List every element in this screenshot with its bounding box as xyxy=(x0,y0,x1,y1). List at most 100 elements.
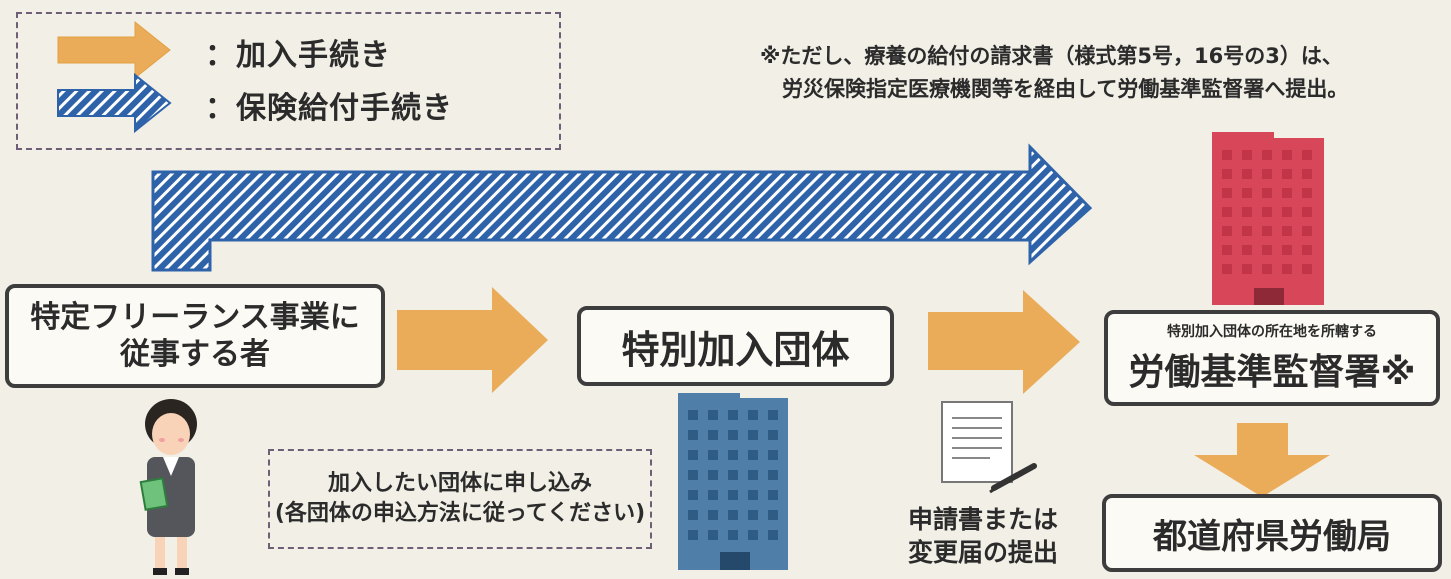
legend xyxy=(16,12,561,150)
window xyxy=(748,490,758,500)
enrollment-arrow-2 xyxy=(928,290,1080,394)
labor-office-building-icon xyxy=(1212,132,1324,305)
window xyxy=(748,470,758,480)
prefectural-bureau-node: 都道府県労働局 xyxy=(1102,494,1442,572)
freelancer-label-line2: 従事する者 xyxy=(120,337,270,372)
window xyxy=(1262,188,1272,198)
submission-caption: 申請書または 変更届の提出 xyxy=(888,504,1078,569)
window xyxy=(1282,150,1292,160)
window xyxy=(1282,245,1292,255)
enrollment-arrow-1 xyxy=(397,287,548,393)
window xyxy=(1302,245,1312,255)
window xyxy=(1302,150,1312,160)
window xyxy=(1262,226,1272,236)
freelancer-label-line1: 特定フリーランス事業に xyxy=(30,299,360,335)
window xyxy=(1242,207,1252,217)
window xyxy=(708,490,718,500)
window xyxy=(728,410,738,420)
special-group-label: 特別加入団体 xyxy=(621,327,850,372)
window xyxy=(708,470,718,480)
window xyxy=(1242,188,1252,198)
window xyxy=(1242,245,1252,255)
freelancer-node: 特定フリーランス事業に 従事する者 xyxy=(5,284,385,388)
window xyxy=(1222,150,1232,160)
window xyxy=(1242,169,1252,179)
window xyxy=(1262,207,1272,217)
window xyxy=(728,470,738,480)
application-note-line1: 加入したい団体に申し込み xyxy=(327,471,592,497)
window xyxy=(1282,169,1292,179)
enrollment-arrow-down xyxy=(1194,423,1330,497)
special-group-building-icon xyxy=(678,393,788,570)
window xyxy=(688,410,698,420)
window xyxy=(688,450,698,460)
window xyxy=(1262,264,1272,274)
labor-office-label: 労働基準監督署※ xyxy=(1128,352,1416,393)
window xyxy=(1302,169,1312,179)
window xyxy=(1242,150,1252,160)
window xyxy=(1222,188,1232,198)
note-line-2: 労災保険指定医療機関等を経由して労働基準監督署へ提出。 xyxy=(782,77,1349,101)
special-group-node: 特別加入団体 xyxy=(577,306,894,386)
window xyxy=(708,510,718,520)
window xyxy=(1282,264,1292,274)
window xyxy=(1242,226,1252,236)
submission-caption-line1: 申請書または xyxy=(907,505,1058,534)
window xyxy=(1222,207,1232,217)
window xyxy=(768,510,778,520)
window xyxy=(1222,169,1232,179)
window xyxy=(1262,169,1272,179)
window xyxy=(708,430,718,440)
pen-icon xyxy=(989,463,1037,494)
window xyxy=(1282,226,1292,236)
window xyxy=(748,410,758,420)
window xyxy=(748,530,758,540)
window xyxy=(1222,226,1232,236)
application-note-box: 加入したい団体に申し込み (各団体の申込方法に従ってください) xyxy=(268,449,652,549)
window xyxy=(688,510,698,520)
woman-figure-icon xyxy=(139,399,197,575)
submission-caption-line2: 変更届の提出 xyxy=(907,537,1058,567)
window xyxy=(728,430,738,440)
window xyxy=(708,410,718,420)
window xyxy=(1282,207,1292,217)
labor-office-node: 特別加入団体の所在地を所轄する 労働基準監督署※ xyxy=(1104,310,1440,406)
window xyxy=(688,490,698,500)
window xyxy=(1242,264,1252,274)
window xyxy=(728,450,738,460)
document-icon xyxy=(941,401,1013,483)
window xyxy=(708,450,718,460)
window xyxy=(1222,264,1232,274)
window xyxy=(768,470,778,480)
window xyxy=(748,510,758,520)
window xyxy=(1262,245,1272,255)
prefectural-bureau-label: 都道府県労働局 xyxy=(1153,516,1391,557)
window xyxy=(768,430,778,440)
legend-benefit-label: ：保険給付手続き xyxy=(205,91,453,126)
note-line-1: ※ただし、療養の給付の請求書（様式第5号，16号の3）は、 xyxy=(760,44,1343,68)
window xyxy=(768,530,778,540)
window xyxy=(688,430,698,440)
window xyxy=(748,450,758,460)
window xyxy=(748,430,758,440)
window xyxy=(1282,188,1292,198)
window xyxy=(1302,207,1312,217)
window xyxy=(688,530,698,540)
window xyxy=(728,490,738,500)
labor-office-sublabel: 特別加入団体の所在地を所轄する xyxy=(1167,324,1377,340)
legend-benefit-arrow xyxy=(57,72,172,134)
window xyxy=(728,530,738,540)
window xyxy=(1302,264,1312,274)
window xyxy=(688,470,698,480)
window xyxy=(1222,245,1232,255)
window xyxy=(768,450,778,460)
window xyxy=(1262,150,1272,160)
benefit-flow-arrow xyxy=(151,143,1093,272)
window xyxy=(1302,226,1312,236)
legend-enrollment-label: ：加入手続き xyxy=(205,38,391,73)
application-note-line2: (各団体の申込方法に従ってください) xyxy=(274,501,646,526)
window xyxy=(1302,188,1312,198)
legend-enrollment-arrow xyxy=(57,20,171,80)
window xyxy=(708,530,718,540)
